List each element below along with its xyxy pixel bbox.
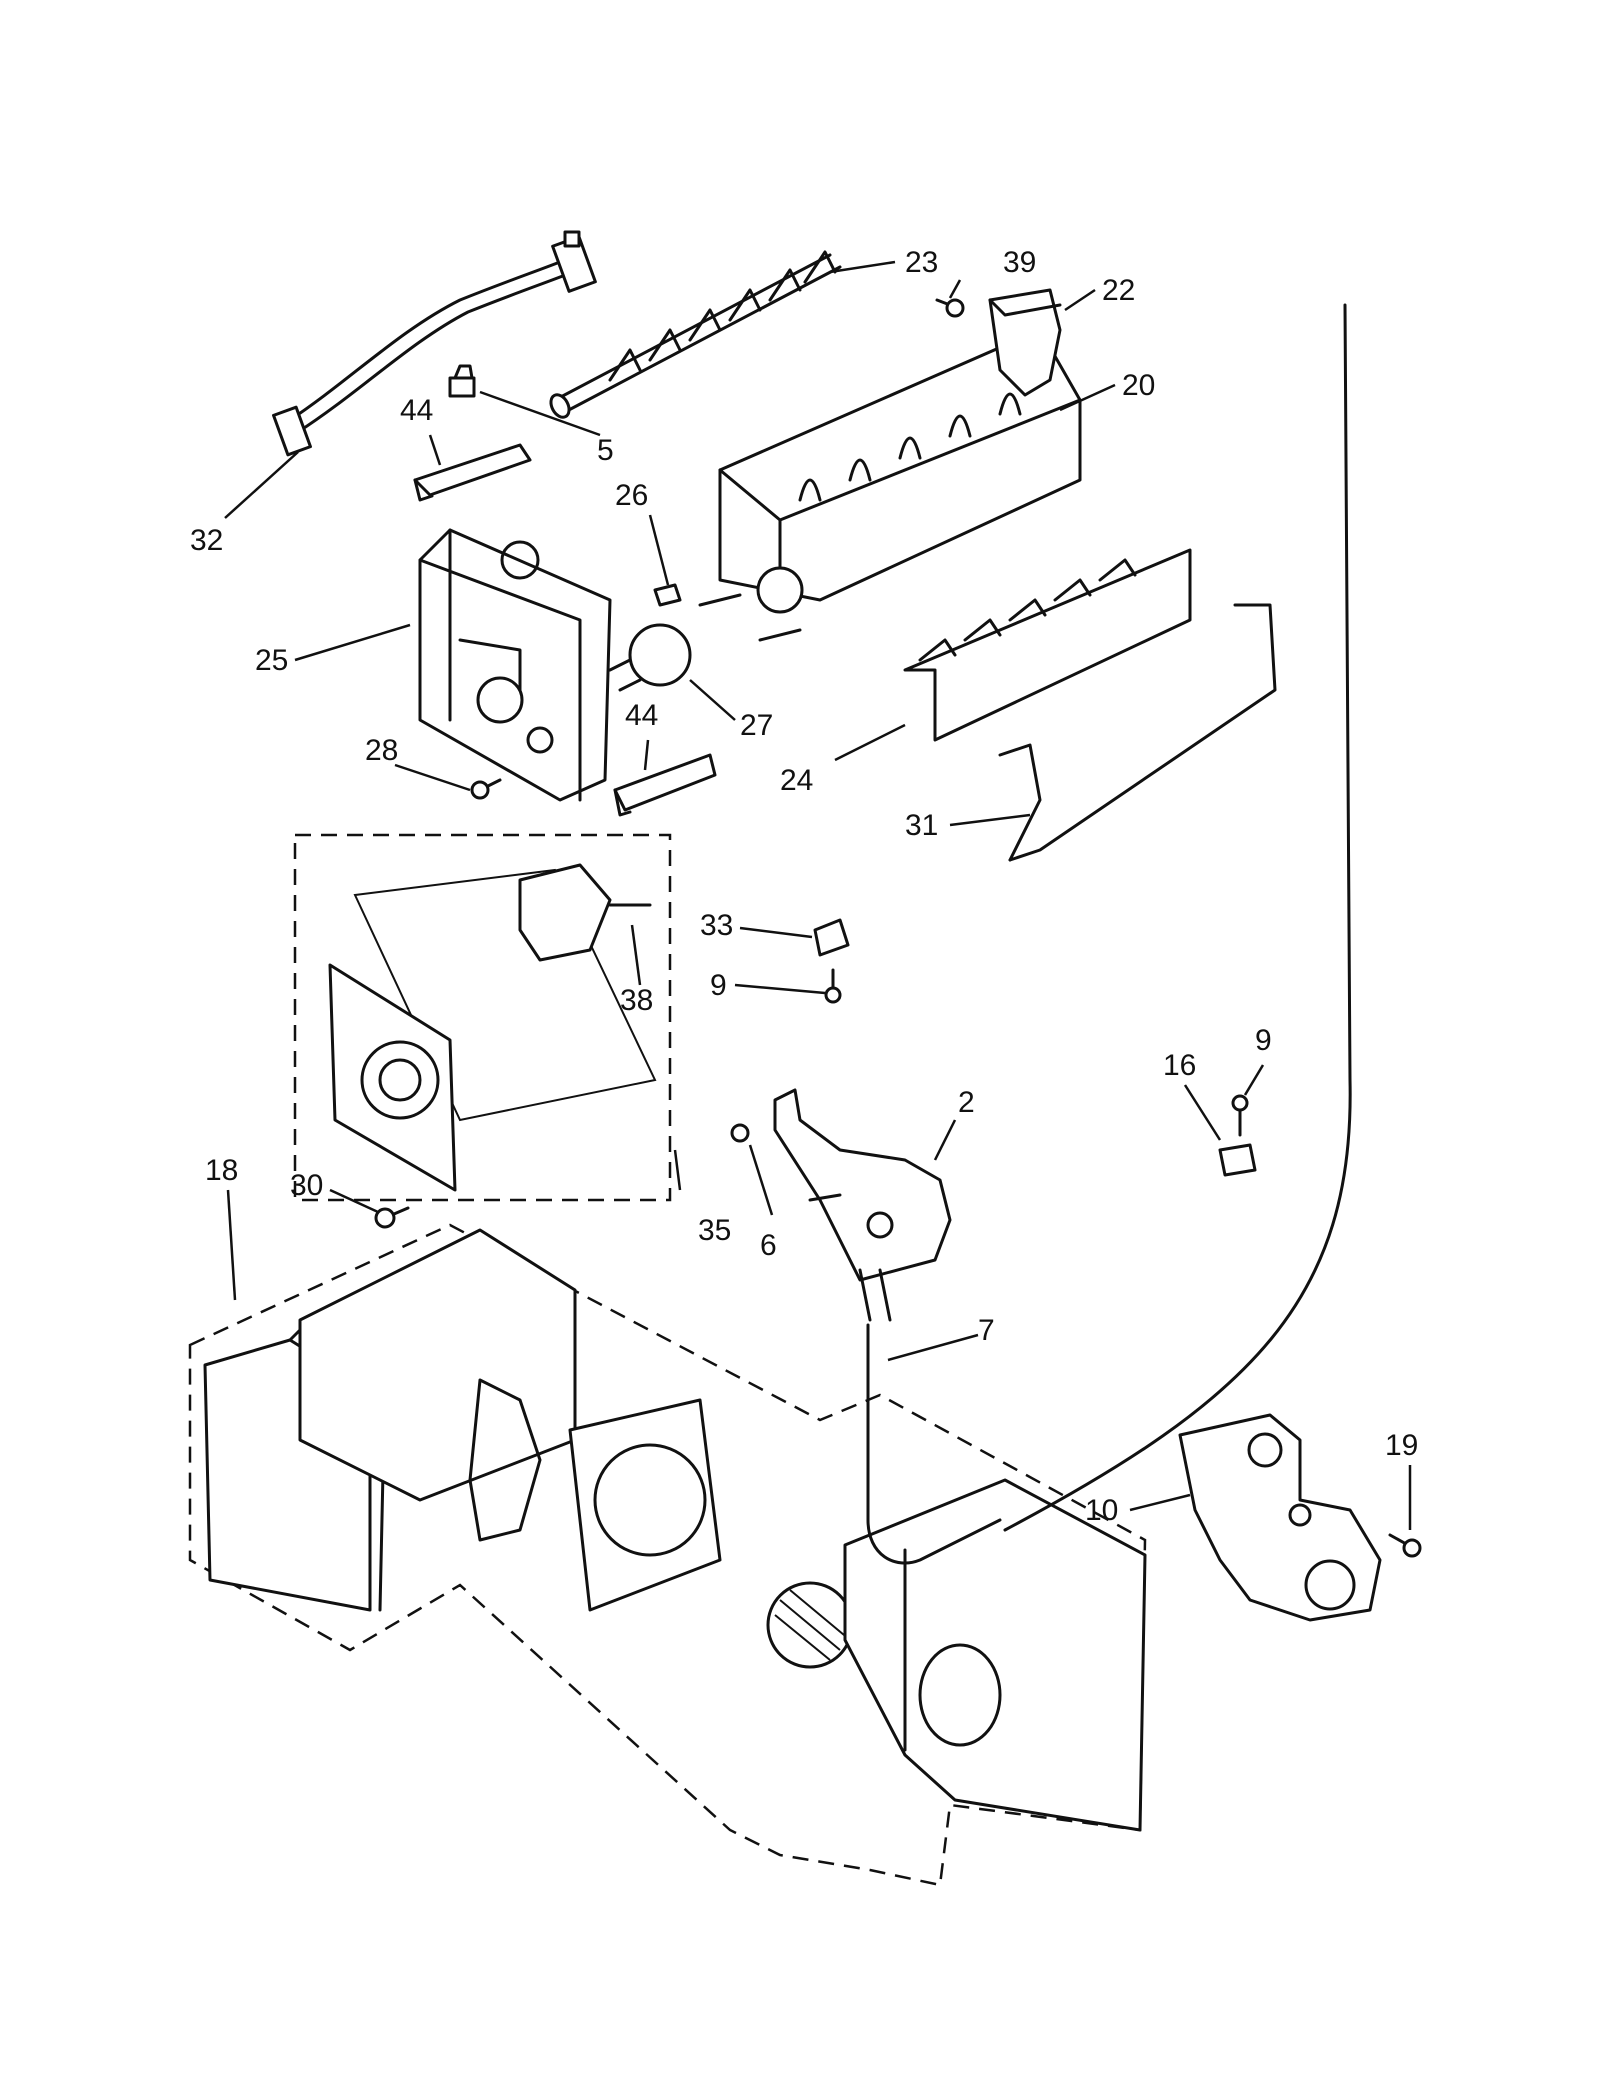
callout-20: 20: [1122, 369, 1155, 402]
water-valve-small: [730, 1088, 952, 1322]
callout-27: 27: [740, 709, 773, 742]
thermostat-clip-lower: [613, 753, 717, 817]
callout-30: 30: [290, 1169, 323, 1202]
fill-cup: [988, 288, 1062, 397]
callout-35: 35: [698, 1214, 731, 1247]
water-valve-large: [1178, 1413, 1382, 1622]
callout-28: 28: [365, 734, 398, 767]
leader-lines: [224, 260, 1412, 1530]
bracket: [813, 918, 850, 957]
thermostat-clip-upper: [413, 443, 532, 502]
callout-24: 24: [780, 764, 813, 797]
callout-32: 32: [190, 524, 223, 557]
callout-6: 6: [760, 1229, 777, 1262]
callout-7: 7: [978, 1314, 995, 1347]
callout-44-upper: 44: [400, 394, 433, 427]
ejector-shaft: [549, 250, 842, 419]
ice-mold: [698, 328, 1082, 642]
callout-33: 33: [700, 909, 733, 942]
screw: [470, 778, 502, 800]
screw: [1231, 1094, 1249, 1137]
callout-2: 2: [958, 1086, 975, 1119]
callout-39: 39: [1003, 246, 1036, 279]
screw: [935, 298, 965, 318]
fill-tube: [866, 303, 1352, 1565]
wire-harness: [272, 230, 597, 457]
motor-assembly: [293, 833, 672, 1202]
screw: [374, 1206, 410, 1229]
ice-maker-housing-group: [188, 1223, 1147, 1887]
callout-26: 26: [615, 479, 648, 512]
tube-clamp: [1218, 1143, 1257, 1177]
harness-clip: [448, 364, 476, 398]
callout-9-right: 9: [1255, 1024, 1272, 1057]
stripper: [903, 548, 1192, 742]
callout-38: 38: [620, 984, 653, 1017]
callout-44-lower: 44: [625, 699, 658, 732]
screw: [1388, 1533, 1422, 1558]
callout-25: 25: [255, 644, 288, 677]
callout-22: 22: [1102, 274, 1135, 307]
callout-19: 19: [1385, 1429, 1418, 1462]
shutoff-arm: [998, 603, 1277, 862]
callout-16: 16: [1163, 1049, 1196, 1082]
callout-10: 10: [1085, 1494, 1118, 1527]
callout-31: 31: [905, 809, 938, 842]
callout-23: 23: [905, 246, 938, 279]
callout-labels: 23 39 22 20 44 5 32 26 25 27 44 28 24 31…: [190, 246, 1418, 1527]
callout-18: 18: [205, 1154, 238, 1187]
callout-5: 5: [597, 434, 614, 467]
callout-9-left: 9: [710, 969, 727, 1002]
module-housing: [418, 528, 612, 802]
screw: [824, 968, 842, 1004]
thermostat: [608, 583, 692, 692]
